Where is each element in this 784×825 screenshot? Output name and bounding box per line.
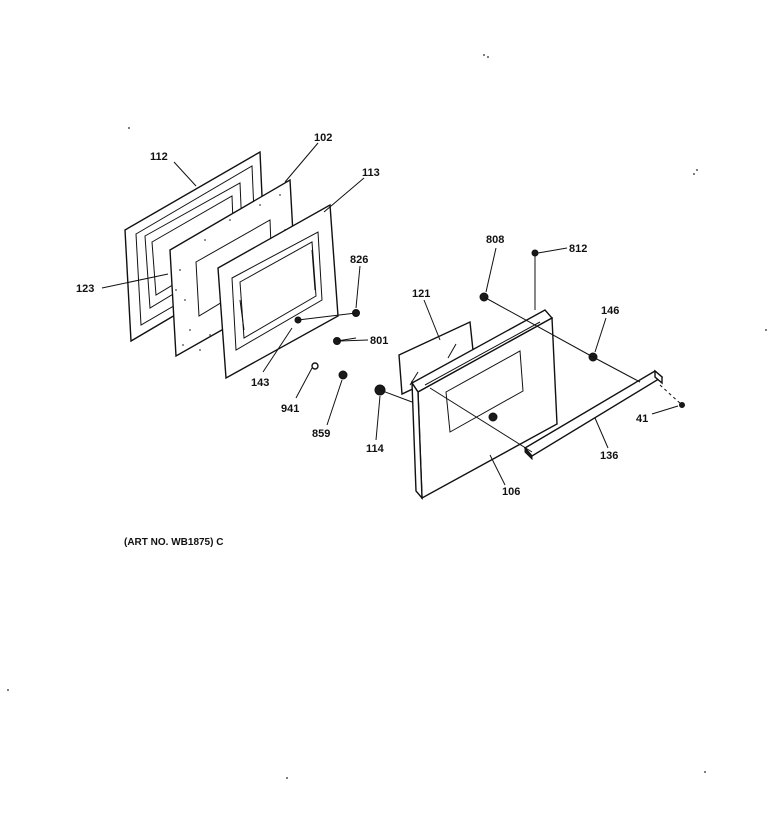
label-859: 859 <box>312 428 330 440</box>
label-801: 801 <box>370 335 388 347</box>
label-123: 123 <box>76 283 94 295</box>
label-143: 143 <box>251 377 269 389</box>
label-146: 146 <box>601 305 619 317</box>
label-826: 826 <box>350 254 368 266</box>
part-113-door-liner <box>217 203 339 380</box>
label-113: 113 <box>362 167 380 179</box>
label-136: 136 <box>600 450 618 462</box>
label-808: 808 <box>486 234 504 246</box>
label-106: 106 <box>502 486 520 498</box>
part-106-outer-door <box>410 309 558 500</box>
label-112: 112 <box>150 151 168 163</box>
art-number: (ART NO. WB1875) C <box>124 537 223 548</box>
label-941: 941 <box>281 403 299 415</box>
label-41: 41 <box>636 413 648 425</box>
leader-lines <box>101 142 679 486</box>
part-136-handle <box>523 369 664 461</box>
label-121: 121 <box>412 288 430 300</box>
label-114: 114 <box>366 443 385 455</box>
label-102: 102 <box>314 132 332 144</box>
assembly-lines <box>297 253 683 453</box>
label-812: 812 <box>569 243 587 255</box>
scan-specks <box>7 54 767 779</box>
